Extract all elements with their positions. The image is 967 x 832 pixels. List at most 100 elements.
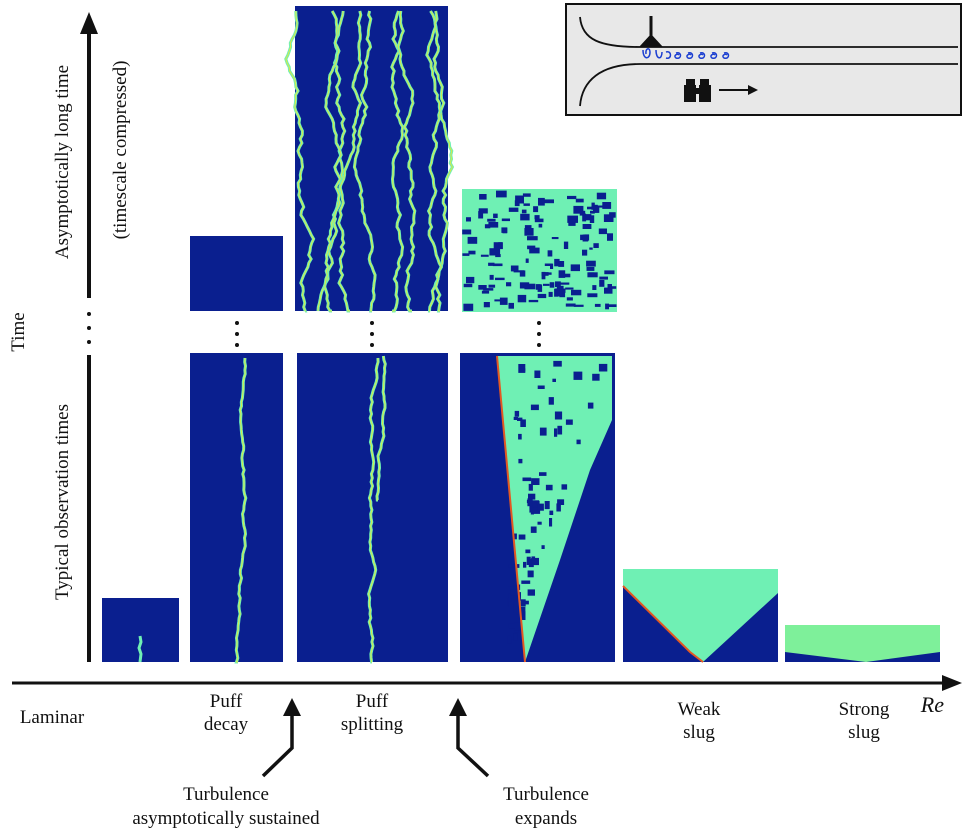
laminar-hole — [513, 416, 518, 420]
laminar-hole — [468, 250, 476, 255]
laminar-hole — [592, 373, 600, 381]
laminar-hole — [535, 284, 541, 290]
laminar-hole — [507, 586, 515, 592]
laminar-hole — [565, 419, 573, 425]
laminar-hole — [592, 285, 597, 290]
laminar-hole — [553, 360, 562, 367]
time-axis-title: Time — [8, 312, 29, 351]
laminar-hole — [502, 227, 508, 234]
laminar-hole — [557, 289, 563, 297]
laminar-hole — [585, 214, 592, 221]
re-axis — [12, 675, 962, 691]
laminar-hole — [586, 267, 595, 271]
laminar-hole — [488, 262, 495, 266]
laminar-hole — [594, 303, 601, 307]
laminar-hole — [548, 291, 553, 297]
laminar-hole — [479, 194, 487, 200]
laminar-hole — [556, 503, 561, 512]
puff-trace — [235, 357, 247, 663]
laminar-hole — [565, 287, 574, 290]
laminar-hole — [519, 282, 530, 289]
laminar-hole — [609, 212, 616, 218]
laminar-hole — [527, 589, 535, 596]
laminar-hole — [489, 248, 501, 256]
laminar-hole — [494, 299, 501, 302]
laminar-hole — [567, 195, 577, 200]
laminar-hole — [519, 611, 526, 620]
laminar-hole — [539, 472, 547, 476]
upstream-front — [496, 355, 526, 663]
puff-trace — [338, 10, 362, 312]
laminar-hole — [520, 599, 526, 607]
laminar-hole — [544, 501, 550, 510]
laminar-hole — [552, 378, 556, 382]
laminar-hole — [607, 233, 613, 241]
laminar-hole — [526, 556, 531, 565]
laminar-hole — [541, 545, 545, 549]
laminar-hole — [508, 602, 515, 608]
laminar-hole — [508, 623, 516, 629]
laminar-hole — [488, 284, 496, 288]
laminar-hole — [589, 215, 595, 223]
arrow-right-icon — [719, 85, 758, 95]
laminar-hole — [499, 297, 508, 305]
puff-trace — [426, 10, 442, 312]
laminar-hole — [573, 304, 584, 307]
laminar-hole — [527, 236, 538, 241]
transition-expands-line2: expands — [515, 808, 577, 829]
laminar-hole — [587, 402, 594, 409]
laminar-hole — [568, 219, 576, 226]
laminar-hole — [549, 282, 555, 288]
transition-expands-line1: Turbulence — [503, 784, 589, 805]
laminar-hole — [488, 222, 499, 228]
laminar-hole — [518, 364, 526, 373]
laminar-hole — [571, 289, 582, 296]
laminar-hole — [582, 224, 592, 229]
laminar-hole — [463, 283, 473, 288]
laminar-hole — [514, 410, 520, 417]
laminar-hole — [560, 282, 570, 285]
weak-slug-panel — [622, 569, 778, 663]
puff-trace — [428, 10, 453, 312]
laminar-hole — [598, 228, 607, 235]
laminar-hole — [514, 622, 522, 631]
laminar-hole — [537, 521, 542, 525]
laminar-hole — [478, 208, 488, 214]
laminar-hole — [518, 534, 526, 540]
laminar-hole — [508, 593, 516, 602]
transition-arrow-expands — [449, 698, 490, 778]
laminar-hole — [554, 428, 558, 437]
regime-label-weak-slug-line1: Weak — [678, 699, 721, 720]
laminar-hole — [534, 218, 544, 223]
laminar-hole — [555, 281, 561, 287]
laminar-hole — [593, 243, 599, 248]
laminar-hole — [596, 192, 607, 200]
laminar-hole — [527, 245, 536, 250]
laminar-hole — [483, 288, 494, 291]
laminar-hole — [597, 205, 603, 208]
laminar-hole — [521, 209, 527, 214]
vortex-icon — [642, 48, 730, 60]
regime-label-puff-decay-line2: decay — [204, 714, 249, 735]
upper-axis-label: Asymptotically long time — [52, 65, 73, 259]
puff-splitting-long-time-panel — [284, 6, 455, 313]
laminar-hole — [550, 263, 554, 269]
laminar-hole — [527, 570, 534, 578]
laminar-hole — [533, 206, 539, 213]
laminar-hole — [567, 215, 578, 223]
laminar-hole — [528, 299, 539, 303]
laminar-hole — [501, 218, 510, 222]
puff-trace — [376, 355, 386, 501]
laminar-hole — [593, 206, 600, 213]
laminar-hole — [481, 290, 490, 294]
laminar-hole — [508, 207, 519, 212]
laminar-hole — [591, 202, 595, 210]
puff-trace — [324, 10, 342, 312]
re-axis-label: Re — [920, 692, 944, 717]
laminar-hole — [582, 249, 588, 256]
upper-axis-sublabel: (timescale compressed) — [110, 61, 131, 240]
laminar-hole — [510, 265, 519, 272]
laminar-hole — [561, 484, 568, 490]
laminar-hole — [508, 302, 514, 309]
